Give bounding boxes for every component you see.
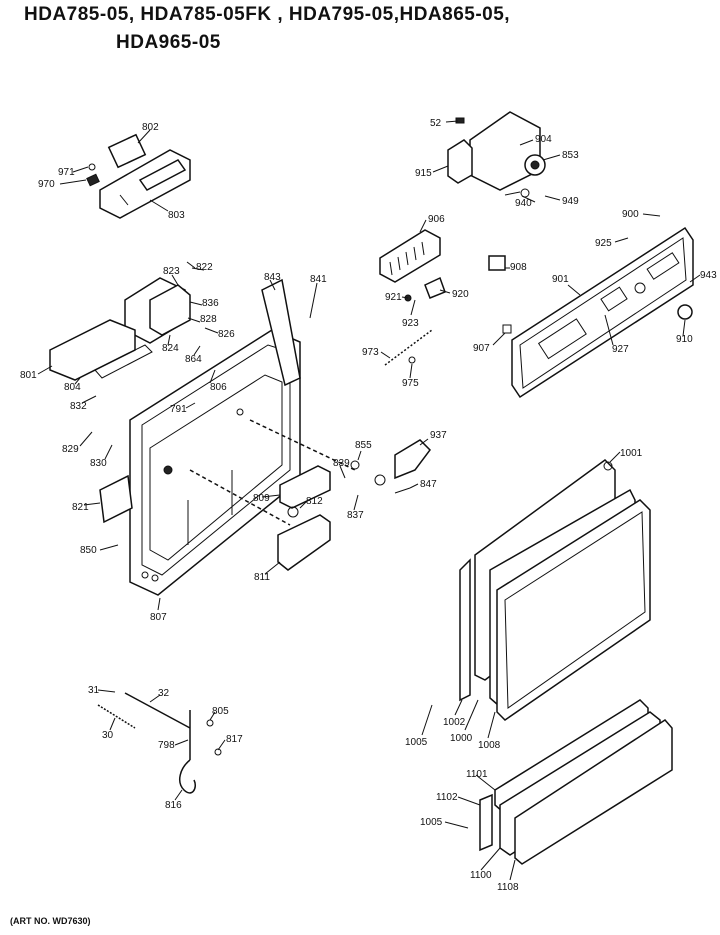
part-label-830: 830: [90, 458, 107, 469]
part-label-864: 864: [185, 354, 202, 365]
part-label-900: 900: [622, 209, 639, 220]
part-label-839: 839: [333, 458, 350, 469]
control-panel: [488, 226, 694, 399]
part-label-1101: 1101: [466, 769, 488, 780]
part-label-802: 802: [142, 122, 159, 133]
part-label-843: 843: [264, 272, 281, 283]
part-label-31: 31: [88, 685, 100, 696]
spring-973: [384, 329, 433, 366]
part-label-940: 940: [515, 198, 532, 209]
part-label-812: 812: [306, 496, 323, 507]
part-label-837: 837: [347, 510, 364, 521]
part-label-1005-lower: 1005: [420, 817, 443, 828]
part-label-855: 855: [355, 440, 372, 451]
part-label-836: 836: [202, 298, 219, 309]
part-label-32: 32: [158, 688, 170, 699]
part-labels: 802 971 970 803 52 904 853 915 940 949 9…: [20, 118, 717, 893]
part-label-904: 904: [535, 134, 552, 145]
timer-assembly: [447, 111, 546, 198]
part-label-1008-upper: 1008: [478, 740, 501, 751]
part-label-1001: 1001: [620, 448, 643, 459]
part-label-811: 811: [254, 572, 270, 583]
part-label-943: 943: [700, 270, 717, 281]
terminal-block: [379, 229, 446, 302]
part-label-1002: 1002: [443, 717, 466, 728]
part-label-901: 901: [552, 274, 569, 285]
part-label-826: 826: [218, 329, 235, 340]
inner-door-panel: [99, 278, 301, 596]
part-label-927: 927: [612, 344, 629, 355]
diagram-title-line-1: HDA785-05, HDA785-05FK , HDA795-05,HDA86…: [24, 4, 511, 25]
latch-hook: [350, 439, 431, 494]
part-label-821: 821: [72, 502, 89, 513]
part-label-920: 920: [452, 289, 469, 300]
part-label-906: 906: [428, 214, 445, 225]
part-label-1108-lower: 1108: [497, 882, 519, 893]
part-label-971: 971: [58, 167, 75, 178]
switch-assembly: [86, 133, 191, 219]
part-label-30: 30: [102, 730, 114, 741]
part-label-907: 907: [473, 343, 490, 354]
part-label-804: 804: [64, 382, 81, 393]
door-rod-spring: [97, 692, 222, 794]
part-label-970: 970: [38, 179, 55, 190]
part-label-1100: 1100: [470, 870, 492, 881]
part-label-921: 921: [385, 292, 402, 303]
part-label-1102: 1102: [436, 792, 458, 803]
part-label-823: 823: [163, 266, 180, 277]
part-label-801: 801: [20, 370, 37, 381]
part-label-816: 816: [165, 800, 182, 811]
part-label-791: 791: [170, 404, 187, 415]
part-label-822: 822: [196, 262, 213, 273]
part-label-915: 915: [415, 168, 432, 179]
part-label-1005-upper: 1005: [405, 737, 428, 748]
part-label-841: 841: [310, 274, 327, 285]
part-label-798: 798: [158, 740, 175, 751]
part-label-923: 923: [402, 318, 419, 329]
part-label-817: 817: [226, 734, 243, 745]
part-label-850: 850: [80, 545, 97, 556]
diagram-title-line-2: HDA965-05: [116, 32, 221, 53]
part-label-828: 828: [200, 314, 217, 325]
part-label-908: 908: [510, 262, 527, 273]
part-label-52: 52: [430, 118, 442, 129]
part-label-803: 803: [168, 210, 185, 221]
part-label-829: 829: [62, 444, 79, 455]
part-label-1000: 1000: [450, 733, 473, 744]
art-number: (ART NO. WD7630): [10, 916, 91, 926]
part-label-937: 937: [430, 430, 447, 441]
part-label-824: 824: [162, 343, 179, 354]
outer-door-panel: [459, 459, 651, 721]
latch-handle: [189, 419, 356, 571]
part-label-975: 975: [402, 378, 419, 389]
part-label-805: 805: [212, 706, 229, 717]
part-label-853: 853: [562, 150, 579, 161]
kick-panel: [479, 699, 673, 865]
part-label-806: 806: [210, 382, 227, 393]
part-label-973: 973: [362, 347, 379, 358]
part-label-925: 925: [595, 238, 612, 249]
part-label-847: 847: [420, 479, 437, 490]
bracket-actuator: [49, 261, 196, 381]
part-label-809: 809: [253, 493, 270, 504]
part-label-910: 910: [676, 334, 693, 345]
part-label-949: 949: [562, 196, 579, 207]
leader-lines: [37, 120, 701, 881]
part-label-807: 807: [150, 612, 167, 623]
part-label-832: 832: [70, 401, 87, 412]
